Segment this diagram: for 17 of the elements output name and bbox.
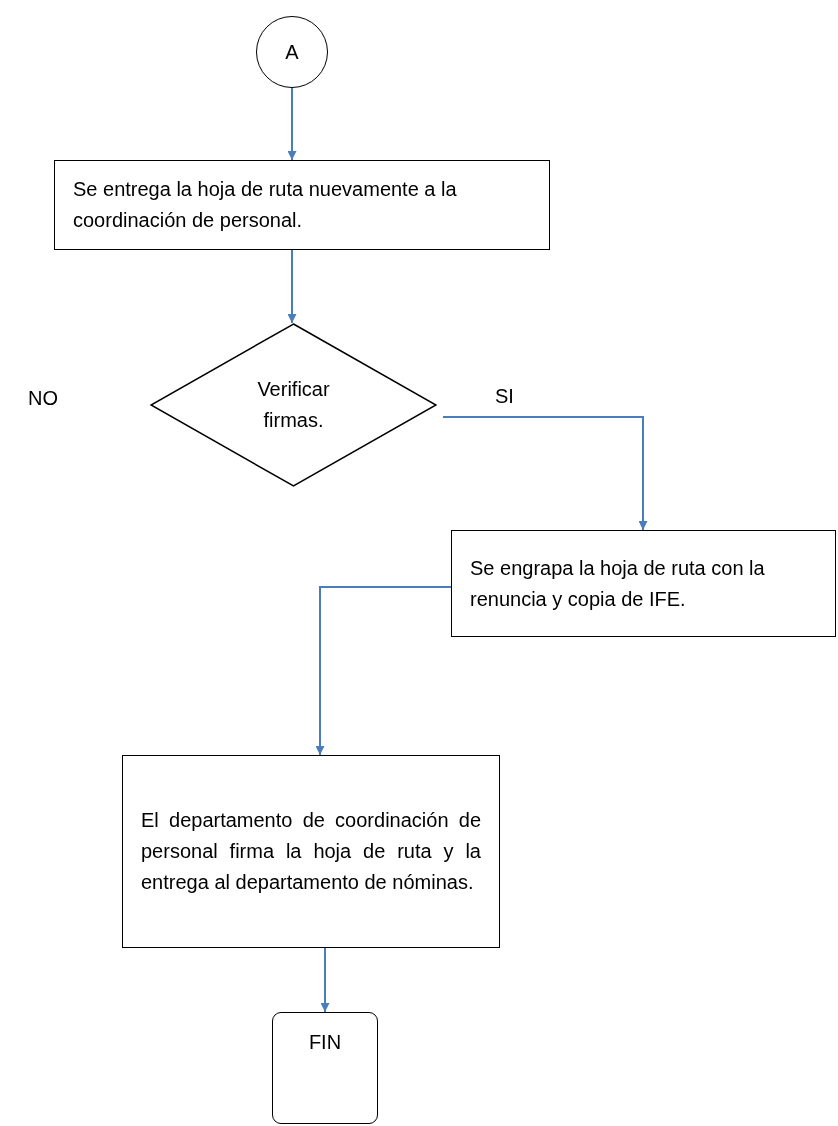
arrow <box>287 87 297 161</box>
node-text: A <box>285 39 299 65</box>
terminal-box <box>272 1012 378 1124</box>
arrow <box>315 586 452 756</box>
node-text: FIN <box>308 1030 342 1055</box>
arrow <box>320 947 330 1013</box>
node-text: Se engrapa la hoja de ruta con la renuncia y copia de IFE. <box>470 555 766 612</box>
arrow <box>442 416 648 531</box>
process-box <box>54 160 550 250</box>
process-box <box>122 755 500 948</box>
decision-diamond <box>150 323 437 487</box>
node-text: Verificar firmas. <box>256 377 331 433</box>
process-box <box>451 530 836 637</box>
branch-label: NO <box>28 387 58 410</box>
arrow <box>287 249 297 324</box>
node-text: El departamento de coordinación de personal firma la hoja de ruta y la entrega al departamento de nóminas. <box>141 808 481 895</box>
node-text: Se entrega la hoja de ruta nuevamente a la coordinación de personal. <box>73 177 458 233</box>
